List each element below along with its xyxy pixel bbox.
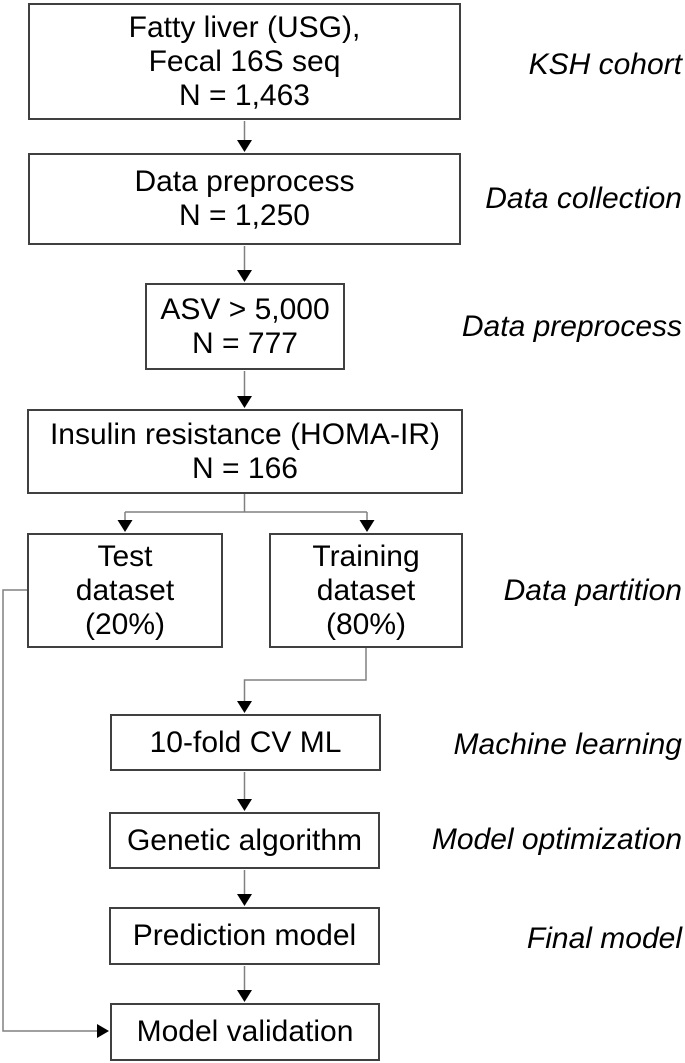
box-text-line: Insulin resistance (HOMA-IR)	[49, 417, 441, 451]
box-text-line: ASV > 5,000	[160, 292, 330, 326]
box-text-line: Test	[97, 539, 153, 573]
box-insulin-resistance: Insulin resistance (HOMA-IR) N = 166	[27, 409, 463, 494]
box-prediction-model: Prediction model	[109, 907, 380, 965]
box-model-validation: Model validation	[110, 1003, 380, 1061]
box-text-line: N = 1,250	[179, 199, 310, 232]
arrow-line-training-to-cvml	[243, 648, 367, 702]
box-text-line: Fecal 16S seq	[148, 44, 341, 78]
box-text-line: Model validation	[136, 1015, 354, 1048]
arrowhead-branch-to-test	[117, 520, 133, 532]
box-text-line: 10-fold CV ML	[149, 725, 342, 759]
box-text-line: dataset	[75, 573, 175, 607]
box-text-line: Data preprocess	[134, 165, 355, 198]
box-genetic-algorithm: Genetic algorithm	[109, 812, 380, 869]
arrowhead-branch-to-training	[359, 520, 375, 532]
box-fatty-liver: Fatty liver (USG), Fecal 16S seq N = 1,4…	[28, 3, 461, 120]
stage-label-ksh-cohort: KSH cohort	[528, 48, 682, 81]
stage-label-machine-learning: Machine learning	[453, 728, 682, 761]
box-text-line: N = 777	[192, 326, 298, 360]
box-text-line: Genetic algorithm	[126, 823, 363, 857]
arrowhead-preprocess-to-asv	[237, 270, 252, 282]
box-text-line: N = 166	[192, 451, 298, 485]
box-text-line: Training	[312, 539, 420, 573]
box-text-line: dataset	[316, 573, 416, 607]
arrow-line-test-to-validation	[2, 589, 97, 1032]
stage-label-data-preprocess: Data preprocess	[461, 310, 682, 343]
box-text-line: (20%)	[84, 607, 166, 641]
arrowhead-test-to-validation	[97, 1024, 109, 1038]
box-text-line: N = 1,463	[179, 78, 310, 112]
arrowhead-prediction-to-validation	[237, 990, 252, 1002]
box-text-line: (80%)	[325, 607, 407, 641]
box-text-line: Fatty liver (USG),	[128, 10, 361, 44]
stage-label-data-collection: Data collection	[485, 182, 682, 215]
box-test-dataset: Test dataset (20%)	[27, 533, 223, 648]
stage-label-final-model: Final model	[526, 922, 682, 955]
arrowhead-cvml-to-genetic	[237, 799, 252, 811]
arrowhead-fatty-to-preprocess	[237, 140, 252, 152]
arrowhead-genetic-to-prediction	[237, 894, 252, 906]
box-training-dataset: Training dataset (80%)	[269, 533, 463, 648]
box-data-preprocess: Data preprocess N = 1,250	[28, 153, 461, 245]
stage-label-model-optimization: Model optimization	[431, 823, 682, 856]
arrowhead-training-to-cvml	[237, 701, 252, 713]
arrowhead-asv-to-insulin	[237, 396, 252, 408]
box-10fold-cv-ml: 10-fold CV ML	[110, 714, 381, 771]
box-asv-filter: ASV > 5,000 N = 777	[145, 283, 345, 370]
stage-label-data-partition: Data partition	[503, 574, 682, 607]
box-text-line: Prediction model	[132, 919, 357, 952]
